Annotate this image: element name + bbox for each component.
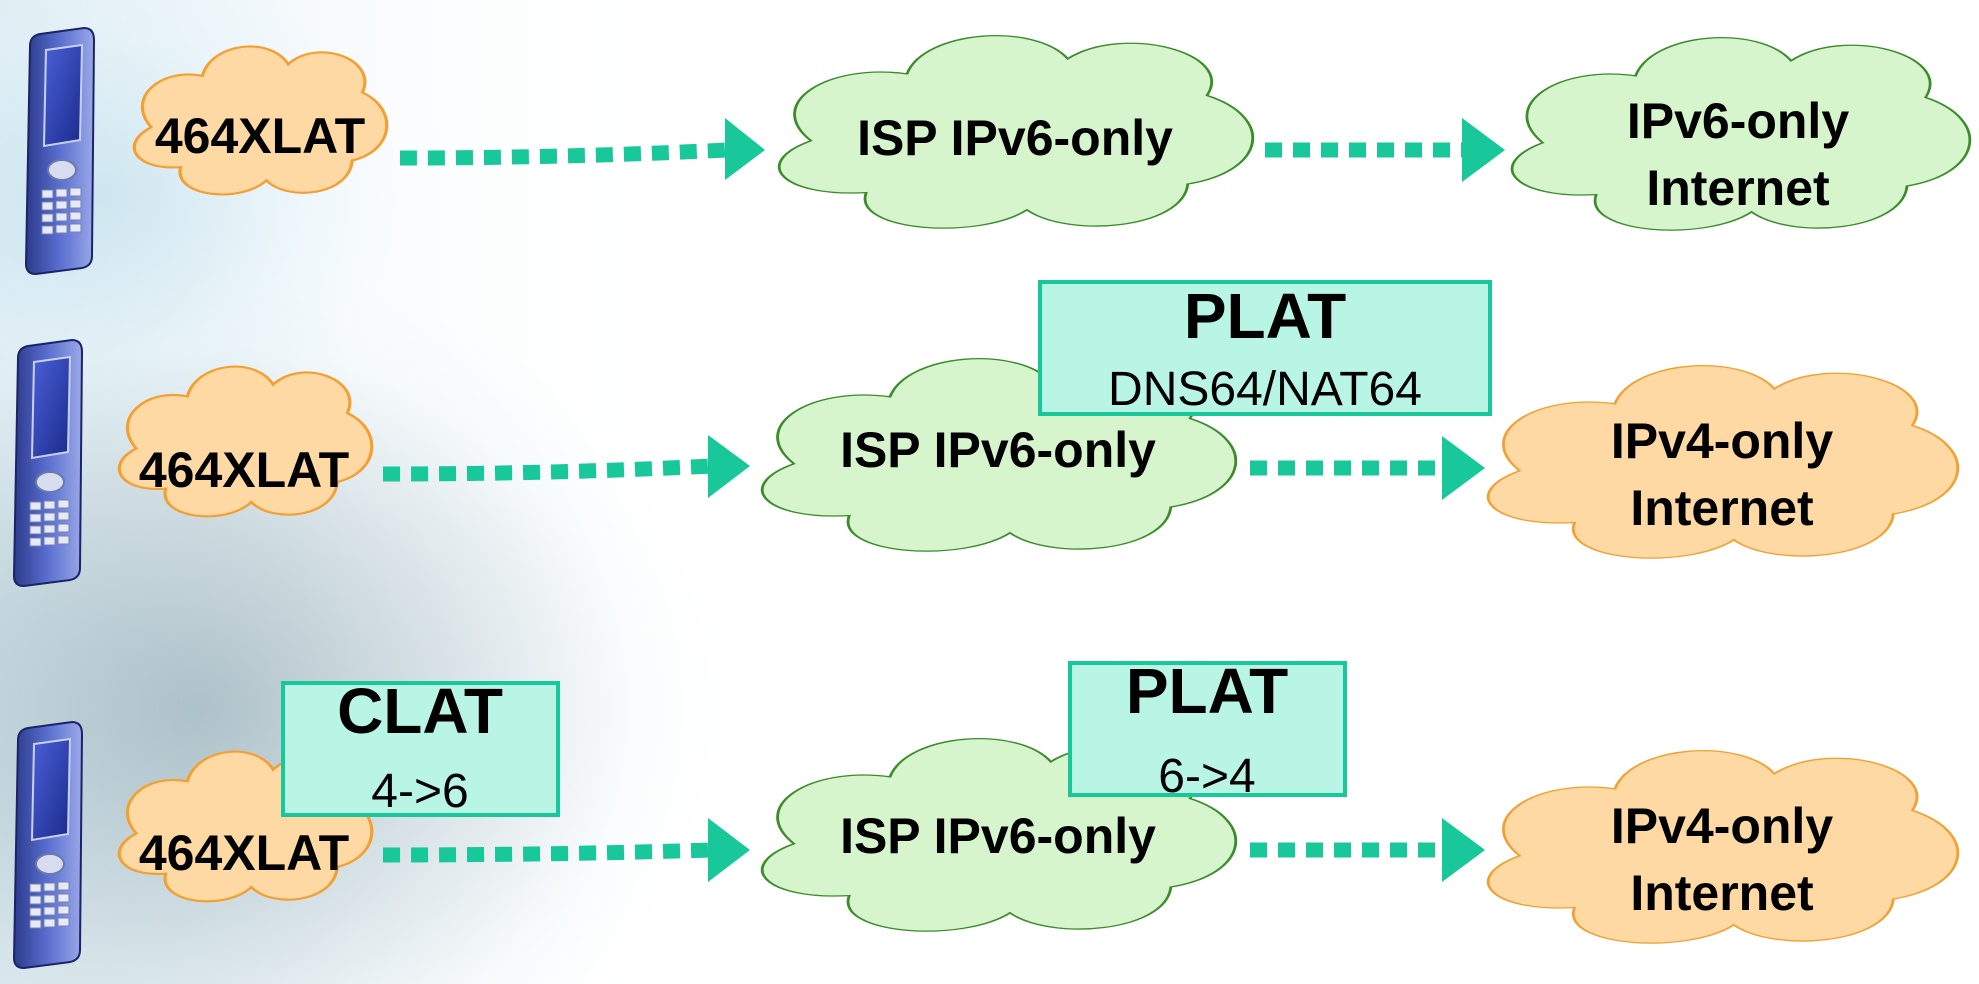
internet-label-line-2: Internet bbox=[1646, 160, 1830, 216]
internet-cloud: IPv4-only Internet bbox=[1488, 751, 1958, 943]
device-label: 464XLAT bbox=[139, 825, 349, 881]
mobile-phone-icon bbox=[13, 721, 83, 969]
device-label: 464XLAT bbox=[155, 108, 365, 164]
clat-box: CLAT 4->6 bbox=[281, 675, 560, 818]
isp-label: ISP IPv6-only bbox=[857, 110, 1173, 166]
isp-cloud: ISP IPv6-only bbox=[779, 36, 1252, 228]
isp-label: ISP IPv6-only bbox=[840, 808, 1156, 864]
internet-label-line-1: IPv4-only bbox=[1611, 413, 1833, 469]
plat-subtitle: DNS64/NAT64 bbox=[1108, 363, 1422, 416]
plat-title: PLAT bbox=[1126, 655, 1288, 727]
isp-cloud: ISP IPv6-only bbox=[762, 739, 1235, 931]
internet-cloud: IPv4-only Internet bbox=[1488, 366, 1958, 558]
flow-arrow bbox=[1265, 118, 1505, 182]
row-2: 464XLAT ISP IPv6-only PLAT DNS64/NAT64 I… bbox=[13, 280, 1958, 587]
flow-arrow bbox=[382, 818, 750, 882]
internet-label-line-1: IPv6-only bbox=[1627, 93, 1849, 149]
device-label: 464XLAT bbox=[139, 442, 349, 498]
clat-title: CLAT bbox=[337, 675, 503, 747]
row-1: 464XLAT ISP IPv6-only IPv6-only Internet bbox=[25, 27, 1970, 275]
plat-title: PLAT bbox=[1184, 280, 1346, 352]
plat-subtitle: 6->4 bbox=[1158, 750, 1255, 803]
internet-label-line-2: Internet bbox=[1630, 480, 1814, 536]
isp-cloud: ISP IPv6-only bbox=[762, 359, 1235, 551]
device-cloud: 464XLAT bbox=[119, 367, 372, 517]
flow-arrow bbox=[1250, 436, 1485, 500]
internet-label-line-1: IPv4-only bbox=[1611, 798, 1833, 854]
device-cloud: 464XLAT bbox=[134, 46, 387, 194]
row-3: 464XLAT CLAT 4->6 ISP IPv6-only PLAT 6->… bbox=[13, 655, 1958, 969]
flow-arrow bbox=[1250, 818, 1485, 882]
mobile-phone-icon bbox=[25, 27, 95, 275]
flow-arrow bbox=[382, 435, 750, 498]
internet-cloud: IPv6-only Internet bbox=[1512, 38, 1970, 230]
plat-box: PLAT 6->4 bbox=[1068, 655, 1347, 803]
plat-box: PLAT DNS64/NAT64 bbox=[1038, 280, 1492, 416]
flow-arrow bbox=[399, 118, 765, 180]
clat-subtitle: 4->6 bbox=[371, 765, 468, 818]
isp-label: ISP IPv6-only bbox=[840, 422, 1156, 478]
device-cloud: 464XLAT bbox=[119, 752, 372, 902]
internet-label-line-2: Internet bbox=[1630, 865, 1814, 921]
mobile-phone-icon bbox=[13, 339, 83, 587]
